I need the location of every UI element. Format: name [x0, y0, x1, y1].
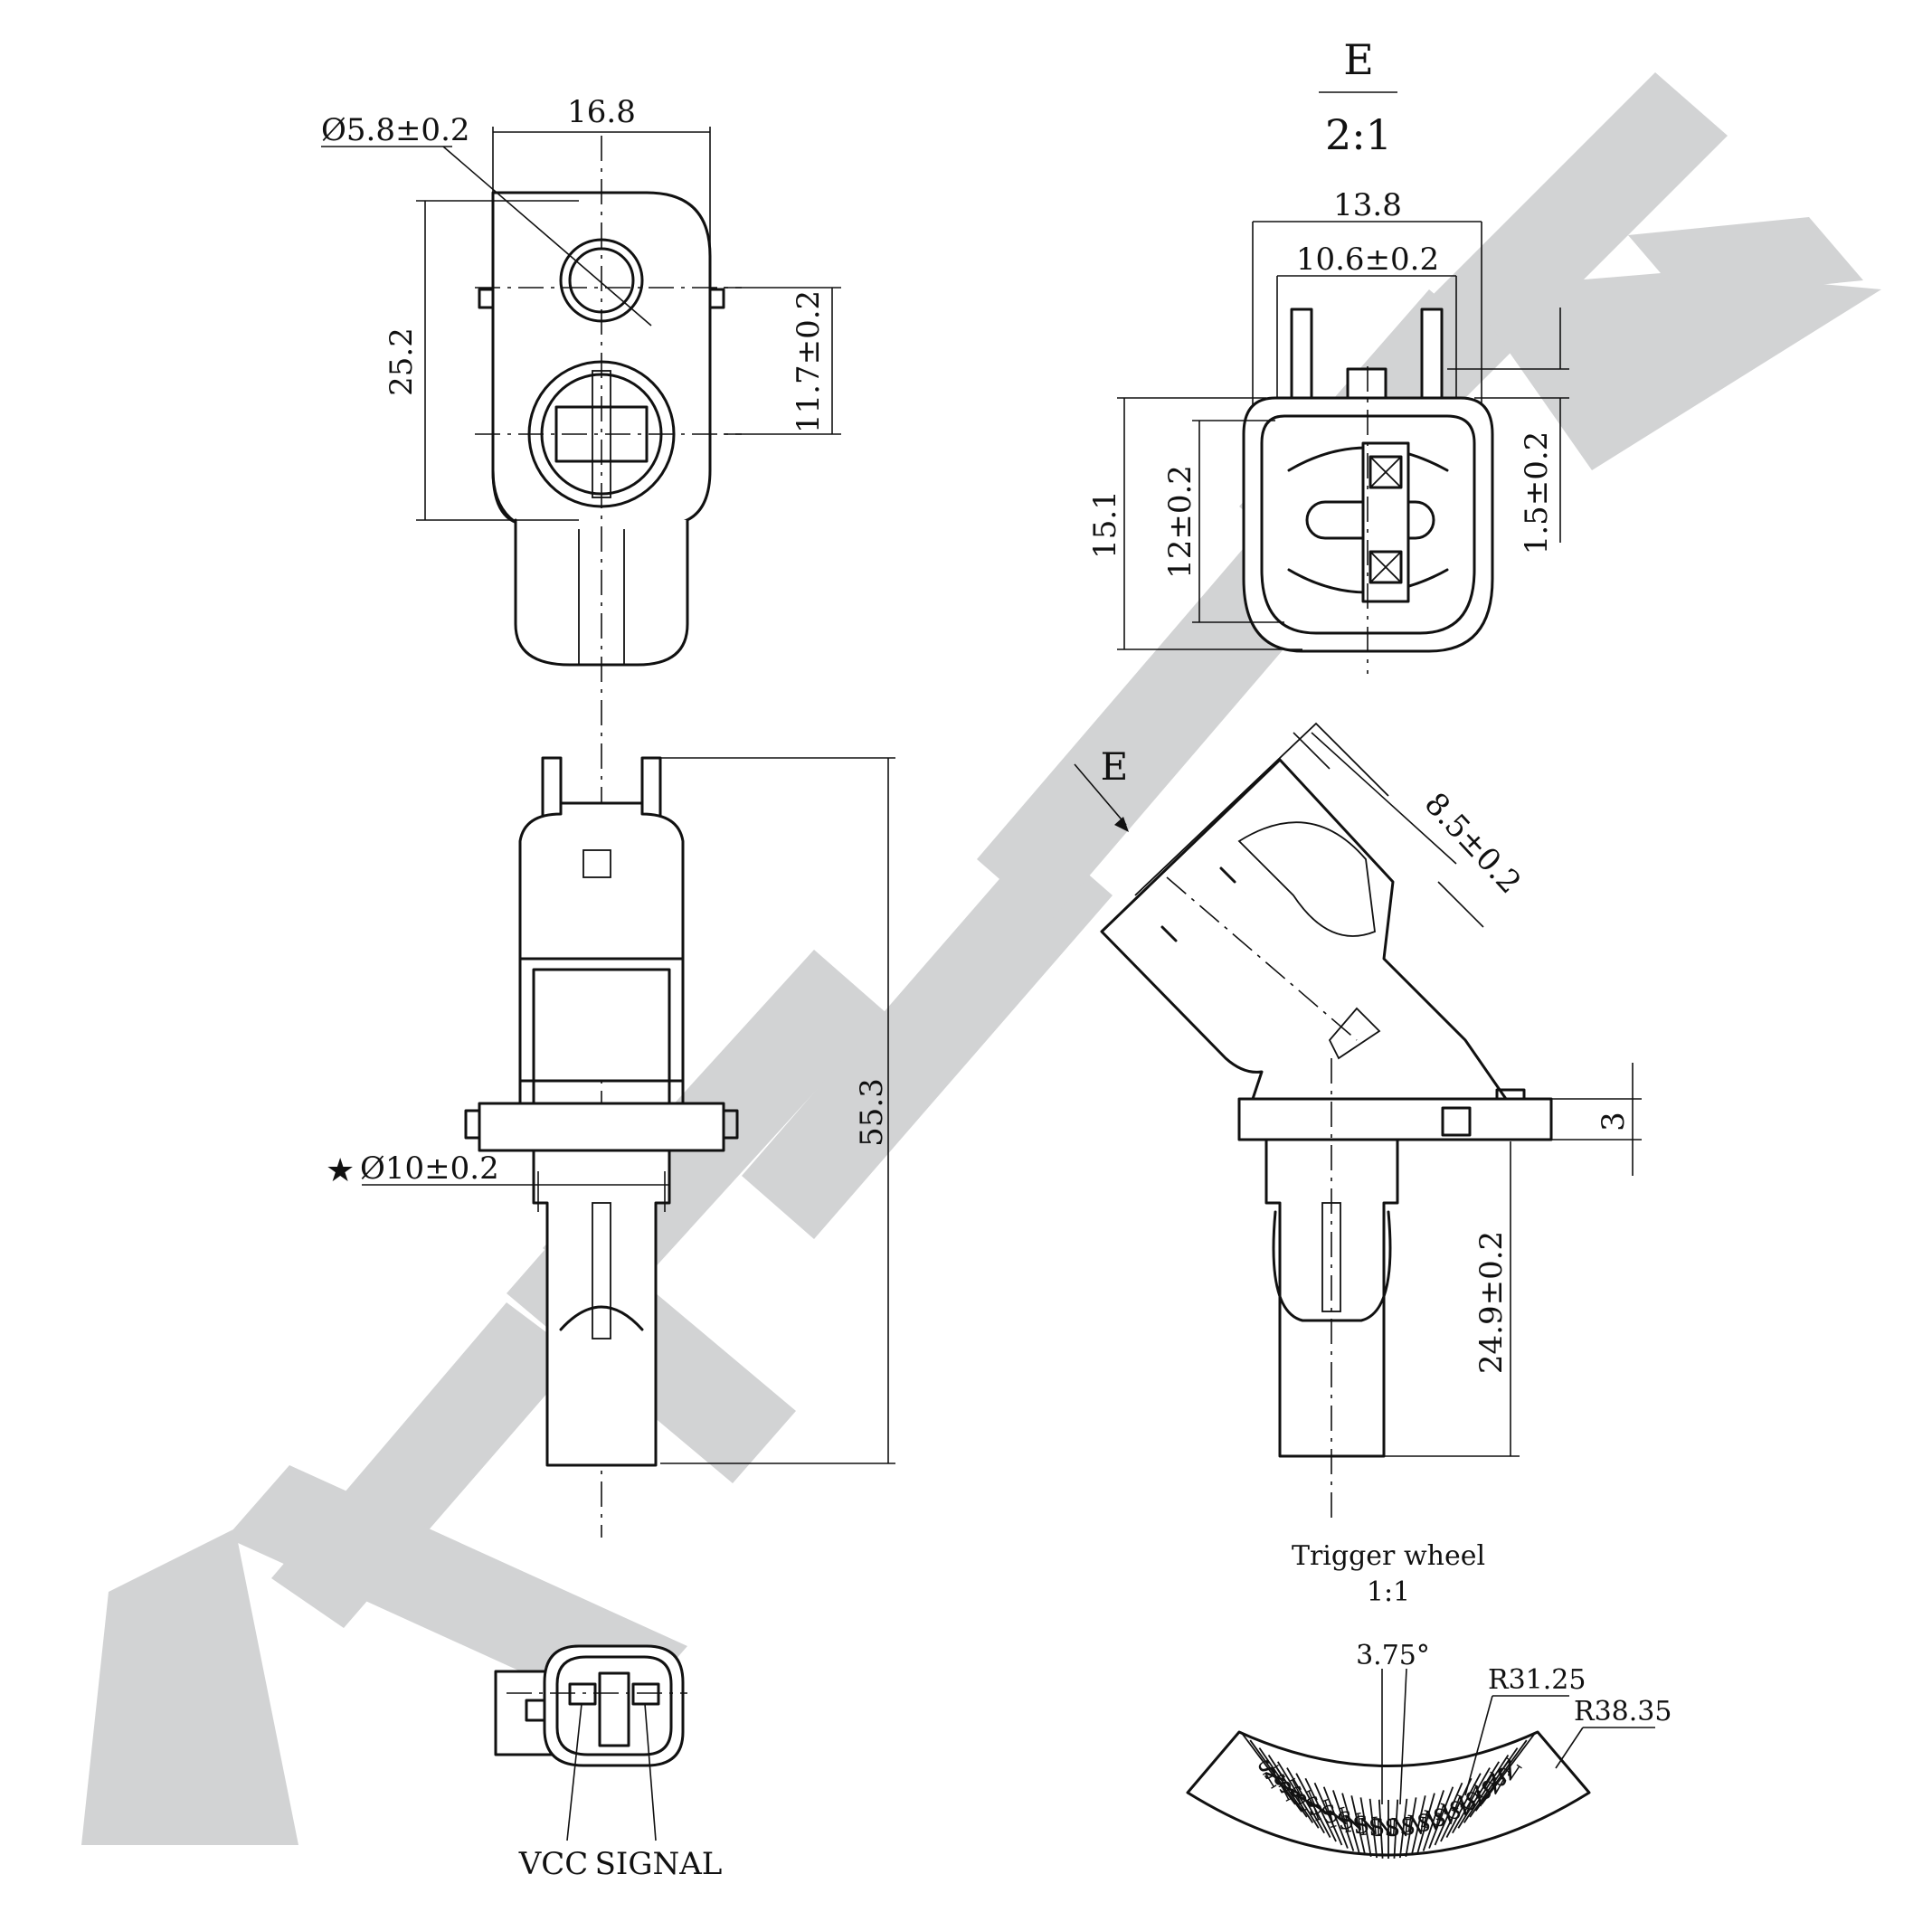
pole-divider [1258, 1747, 1308, 1818]
radius-outer-label: R38.35 [1574, 1696, 1672, 1727]
top-left-view: 16.8 Ø5.8±0.2 25.2 11.7±0.2 [321, 94, 841, 1538]
view-arrow-label: E [1101, 744, 1129, 789]
pole-divider [1295, 1773, 1331, 1838]
side-view: 55.3 ★ Ø10±0.2 [326, 756, 895, 1467]
pole-divider [1398, 1798, 1408, 1859]
pole-divider [1304, 1777, 1337, 1842]
watermark [81, 72, 1881, 1845]
angle-label: 3.75° [1356, 1640, 1430, 1671]
pole-label: S [1398, 1813, 1417, 1842]
detail-scale: 2:1 [1325, 110, 1392, 159]
pole-divider [1350, 1795, 1367, 1856]
pole-divider [1322, 1786, 1349, 1849]
pole-divider [1474, 1739, 1528, 1812]
pole-divider [1481, 1731, 1537, 1805]
pole-label: N [1358, 1813, 1381, 1841]
dim-offset-label: 11.7±0.2 [791, 290, 827, 433]
pole-label: S [1413, 1809, 1434, 1839]
pole-divider [1422, 1790, 1444, 1851]
pole-divider [1445, 1773, 1482, 1838]
pole-divider [1286, 1767, 1325, 1834]
pole-divider [1240, 1731, 1296, 1805]
pole-divider [1416, 1793, 1435, 1854]
pole-divider [1368, 1798, 1378, 1859]
pole-divider [1313, 1782, 1343, 1846]
dim-width-label: 16.8 [567, 94, 636, 130]
dim-detail-height-label: 15.1 [1087, 490, 1123, 559]
pole-label: N [1389, 1814, 1411, 1842]
pole-divider [1405, 1797, 1417, 1858]
pole-label: S [1368, 1814, 1386, 1842]
connector-view: VCC SIGNAL [494, 1644, 723, 1882]
pole-divider [1359, 1797, 1372, 1858]
pole-divider [1428, 1786, 1454, 1849]
pole-label: N [1340, 1809, 1366, 1839]
pole-label: N [1404, 1811, 1428, 1841]
pole-divider [1276, 1761, 1320, 1829]
pole-divider [1249, 1739, 1302, 1812]
angled-view: E 8.5±0.2 3 24.9±0.2 [1074, 722, 1642, 1519]
pole-divider [1457, 1761, 1501, 1829]
pole-divider [1410, 1795, 1426, 1856]
pole-divider [1463, 1754, 1510, 1823]
dim-probe-label: 24.9±0.2 [1473, 1231, 1510, 1374]
pin-label-vcc: VCC [518, 1846, 589, 1882]
detail-view: E 2:1 13.8 10.6±0.2 15.1 12±0.2 [1087, 35, 1569, 674]
dim-flange-label: 3 [1596, 1112, 1632, 1131]
pole-label: S [1335, 1806, 1357, 1836]
dim-diameter-label: Ø10±0.2 [360, 1150, 499, 1187]
pole-divider [1393, 1799, 1399, 1859]
dim-inner-width-label: 10.6±0.2 [1296, 241, 1439, 278]
pole-divider [1378, 1799, 1384, 1859]
pole-divider [1469, 1747, 1519, 1818]
dim-inner-height-label: 12±0.2 [1162, 465, 1198, 579]
detail-label-letter: E [1343, 35, 1374, 84]
pole-divider [1341, 1793, 1360, 1854]
trigger-wheel-title: Trigger wheel [1292, 1540, 1485, 1572]
pole-divider [1332, 1790, 1355, 1851]
pole-divider [1440, 1777, 1473, 1842]
dim-length-label: 55.3 [854, 1078, 890, 1147]
dim-height-label: 25.2 [384, 327, 420, 396]
radius-inner-label: R31.25 [1488, 1664, 1586, 1696]
pole-divider [1452, 1767, 1491, 1834]
trigger-wheel: Trigger wheel 1:1 SNSNSNSNSNSNSNSNSNSNSN… [1186, 1540, 1672, 1859]
pole-label: S [1384, 1815, 1400, 1842]
dim-step-label: 1.5±0.2 [1519, 431, 1555, 555]
pole-label: S [1351, 1812, 1371, 1841]
dim-hole-label: Ø5.8±0.2 [321, 112, 470, 148]
pole-label: N [1374, 1815, 1395, 1842]
trigger-wheel-scale: 1:1 [1367, 1576, 1410, 1608]
pole-divider [1434, 1782, 1463, 1846]
pole-divider [1267, 1754, 1314, 1823]
star-symbol: ★ [326, 1152, 355, 1189]
dim-outer-width-label: 13.8 [1333, 187, 1402, 223]
pin-label-signal: SIGNAL [595, 1846, 723, 1882]
